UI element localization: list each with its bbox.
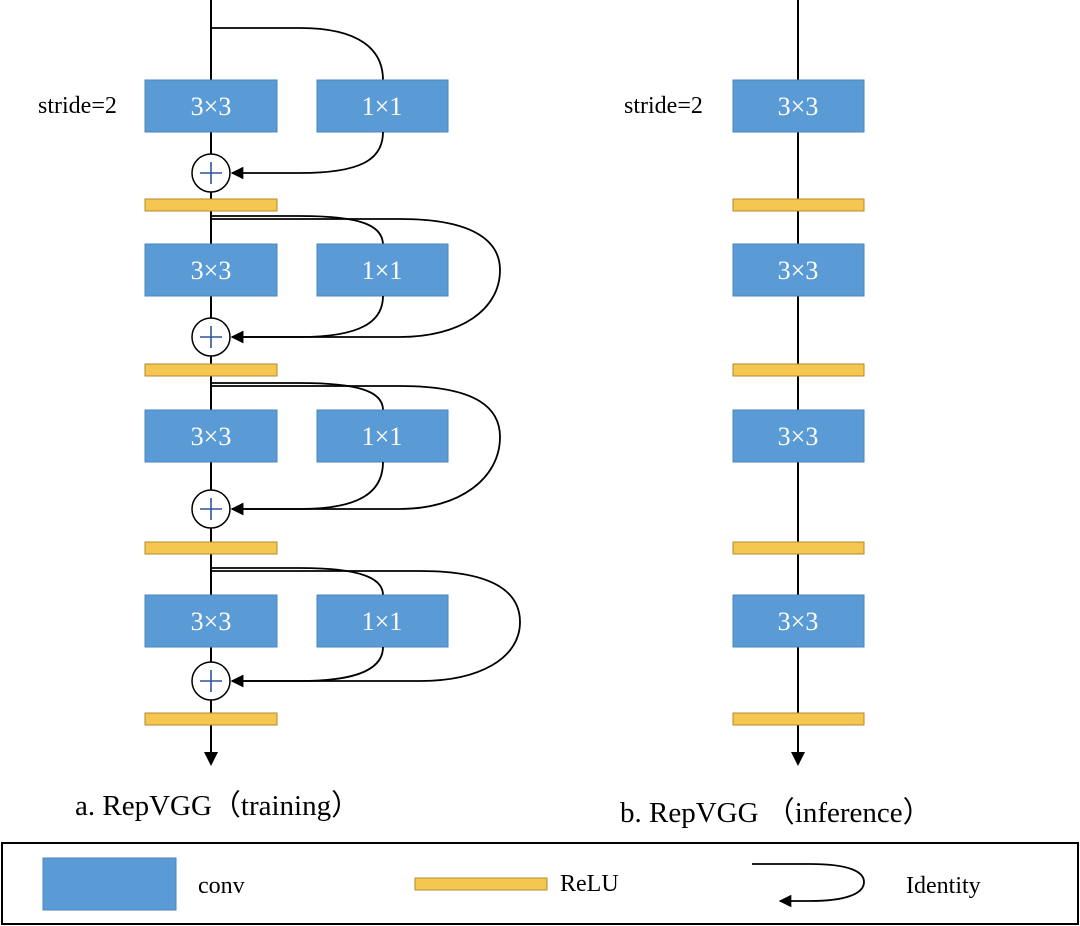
inference-block-2-conv3x3 xyxy=(732,243,865,297)
training-block-1: 3×3 1×1 xyxy=(144,27,449,212)
legend-conv-swatch xyxy=(42,857,177,911)
block-3-identity-curve xyxy=(211,385,501,516)
block-4-branch-connector xyxy=(211,567,384,596)
inference-block-2-relu xyxy=(732,363,865,377)
training-output-arrow xyxy=(204,752,218,766)
training-block-3: 3×3 1×1 xyxy=(144,382,501,555)
inference-block-3-label: 3×3 xyxy=(778,422,819,451)
inference-diagram: stride=2 3×3 3×3 3×3 3×3 b. RepVGG （infe… xyxy=(620,0,932,829)
legend-identity-label: Identity xyxy=(906,873,981,899)
inference-stride-label: stride=2 xyxy=(624,93,703,119)
block-1-conv1x1-label: 1×1 xyxy=(362,92,403,121)
block-3-conv1x1-label: 1×1 xyxy=(362,422,403,451)
training-block-2: 3×3 1×1 xyxy=(144,215,501,377)
block-4-relu xyxy=(144,712,278,726)
inference-block-4-label: 3×3 xyxy=(778,607,819,636)
training-caption: a. RepVGG（training） xyxy=(75,790,360,822)
training-stride-label: stride=2 xyxy=(38,93,117,119)
inference-block-3-conv3x3 xyxy=(732,409,865,463)
block-2-branch-return xyxy=(230,295,384,344)
block-1-conv3x3-label: 3×3 xyxy=(191,92,232,121)
block-2-conv3x3 xyxy=(144,243,278,297)
inference-block-1-conv3x3 xyxy=(732,79,865,133)
block-4-conv1x1 xyxy=(316,594,449,648)
legend-relu-label: ReLU xyxy=(560,871,619,897)
block-1-relu xyxy=(144,198,278,212)
block-2-branch-connector xyxy=(211,215,384,246)
block-3-branch-return xyxy=(230,461,384,516)
inference-caption: b. RepVGG （inference） xyxy=(620,797,932,829)
legend-conv-label: conv xyxy=(198,873,245,899)
inference-output-arrow xyxy=(791,752,805,766)
block-2-conv1x1-label: 1×1 xyxy=(362,256,403,285)
block-1-conv1x1 xyxy=(316,79,449,133)
block-2-conv3x3-label: 3×3 xyxy=(191,256,232,285)
legend-relu-swatch xyxy=(414,877,548,891)
training-diagram: stride=2 3×3 1×1 3×3 1×1 xyxy=(38,0,521,822)
inference-block-4-conv3x3 xyxy=(732,594,865,648)
block-4-branch-return xyxy=(230,646,384,688)
block-3-relu xyxy=(144,541,278,555)
block-1-branch-connector xyxy=(211,27,384,81)
block-1-branch-return xyxy=(230,131,384,180)
block-3-conv3x3-label: 3×3 xyxy=(191,422,232,451)
inference-block-4-relu xyxy=(732,712,865,726)
block-1-conv3x3 xyxy=(144,79,278,133)
block-4-conv3x3-label: 3×3 xyxy=(191,607,232,636)
block-3-branch-connector xyxy=(211,382,384,411)
block-2-conv1x1 xyxy=(316,243,449,297)
inference-block-1-label: 3×3 xyxy=(778,92,819,121)
block-2-relu xyxy=(144,363,278,377)
block-2-identity-curve xyxy=(211,218,501,344)
legend-identity-icon xyxy=(752,863,865,908)
block-3-conv3x3 xyxy=(144,409,278,463)
training-block-4: 3×3 1×1 xyxy=(144,567,521,726)
block-4-conv3x3 xyxy=(144,594,278,648)
inference-block-2-label: 3×3 xyxy=(778,256,819,285)
block-4-identity-curve xyxy=(211,570,521,688)
block-4-conv1x1-label: 1×1 xyxy=(362,607,403,636)
inference-block-1-relu xyxy=(732,198,865,212)
legend: conv ReLU Identity xyxy=(1,842,1079,925)
inference-block-3-relu xyxy=(732,541,865,555)
